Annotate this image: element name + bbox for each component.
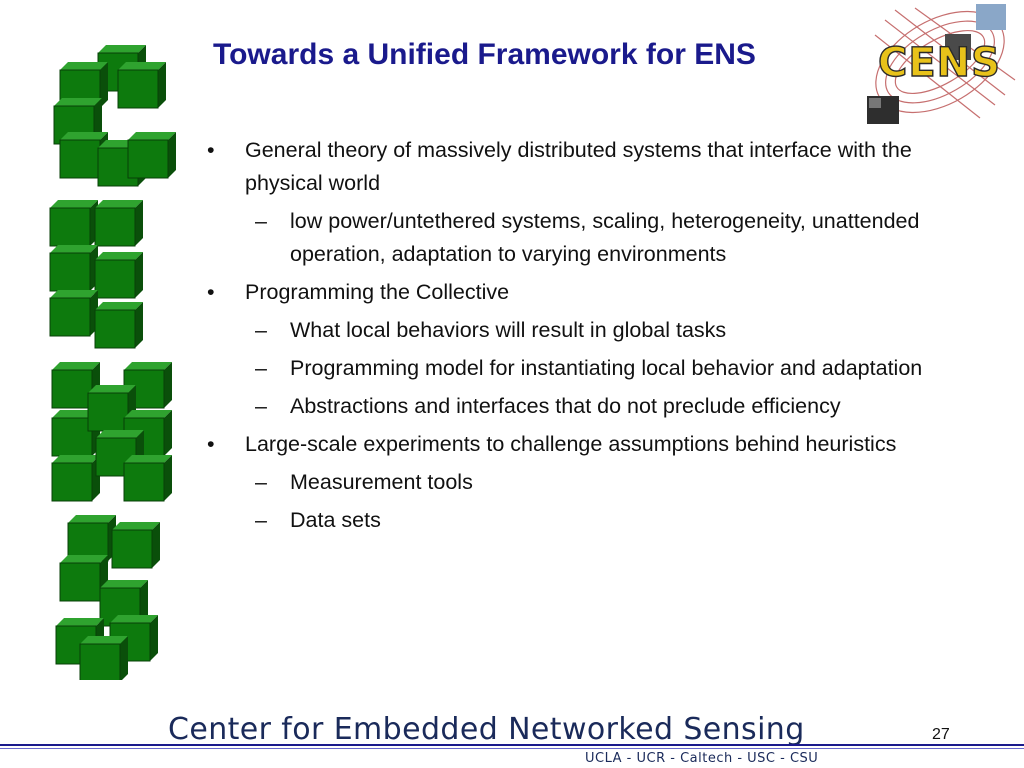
sub-bullet-item: What local behaviors will result in glob… (207, 314, 967, 347)
letter-n-blocks (51, 361, 173, 502)
sub-bullet-item: Abstractions and interfaces that do not … (207, 390, 967, 423)
footer-subtitle: UCLA - UCR - Caltech - USC - CSU (585, 751, 819, 766)
sub-bullet-item: Measurement tools (207, 466, 967, 499)
sub-bullet-item: Data sets (207, 504, 967, 537)
sub-bullet-item: Programming model for instantiating loca… (207, 352, 967, 385)
letter-s-blocks (55, 514, 161, 680)
footer-divider-thin (0, 748, 1024, 749)
letter-c-blocks (53, 44, 177, 187)
page-number: 27 (932, 726, 950, 743)
slide-title: Towards a Unified Framework for ENS (213, 38, 756, 71)
sub-bullet-item: low power/untethered systems, scaling, h… (207, 205, 967, 271)
photo-tile-sky-icon (976, 4, 1006, 30)
cens-logo-text: CENS (877, 39, 1001, 86)
footer-divider (0, 744, 1024, 746)
footer-title: Center for Embedded Networked Sensing (168, 712, 805, 747)
cens-logo-graphic (867, 4, 1016, 124)
photo-tile-gray-icon (945, 34, 971, 60)
bullet-list: General theory of massively distributed … (207, 134, 967, 542)
letter-e-blocks (49, 199, 144, 349)
bullet-item: Large-scale experiments to challenge ass… (207, 428, 967, 461)
bullet-item: Programming the Collective (207, 276, 967, 309)
bullet-item: General theory of massively distributed … (207, 134, 967, 200)
cens-block-logo (49, 44, 177, 680)
